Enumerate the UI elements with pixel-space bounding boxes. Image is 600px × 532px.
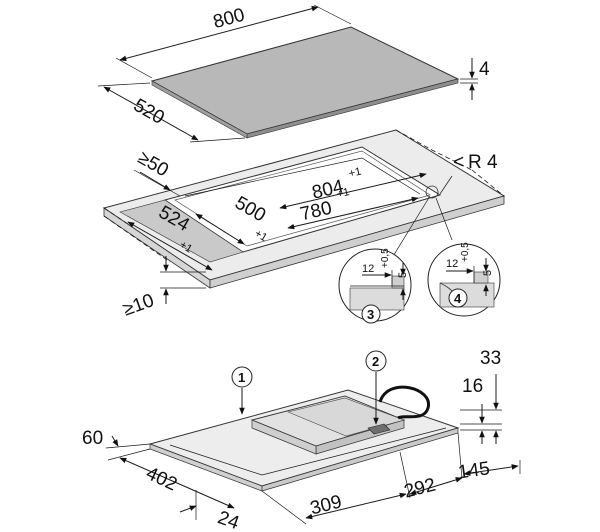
dim-804-tol: +1 [348,166,363,181]
dim-min-thickness: ≥10 [120,290,157,321]
detail-4 [427,243,501,317]
detail-4-tol: +0,5 [460,242,471,262]
dim-33: 33 [480,348,501,369]
dim-800: 800 [211,5,247,33]
dim-524-tol: +1 [177,239,194,256]
hob-unit [148,350,460,492]
detail-4-height: 5 [482,270,494,276]
unit-dimensions [105,374,521,525]
dim-500-tol: +1 [252,228,269,245]
detail-3-width: 12 [362,263,374,275]
marker-1: 1 [238,370,245,385]
detail-3-marker: 3 [367,307,374,322]
detail-3-tol: +0,5 [380,248,391,268]
marker-2: 2 [372,354,379,369]
dim-4: 4 [479,59,490,80]
detail-3-height: 5 [397,272,409,278]
dim-292: 292 [402,474,438,502]
detail-4-marker: 4 [454,291,462,306]
dim-145: 145 [457,458,491,483]
dim-radius-prefix: < [453,152,464,173]
detail-3 [338,248,412,324]
detail-4-width: 12 [446,258,458,270]
dim-520: 520 [130,95,168,129]
dim-radius: R 4 [468,152,498,173]
dim-309: 309 [308,491,344,519]
glass-panel [150,26,460,139]
panel-dimensions [97,4,478,143]
dim-60: 60 [82,428,103,449]
dim-min-edge: ≥50 [134,147,172,181]
cutout-dimensions [127,169,453,304]
dim-402: 402 [143,463,181,495]
dim-780-tol: +1 [336,186,351,201]
dim-24: 24 [215,507,242,532]
dim-16: 16 [462,376,483,397]
